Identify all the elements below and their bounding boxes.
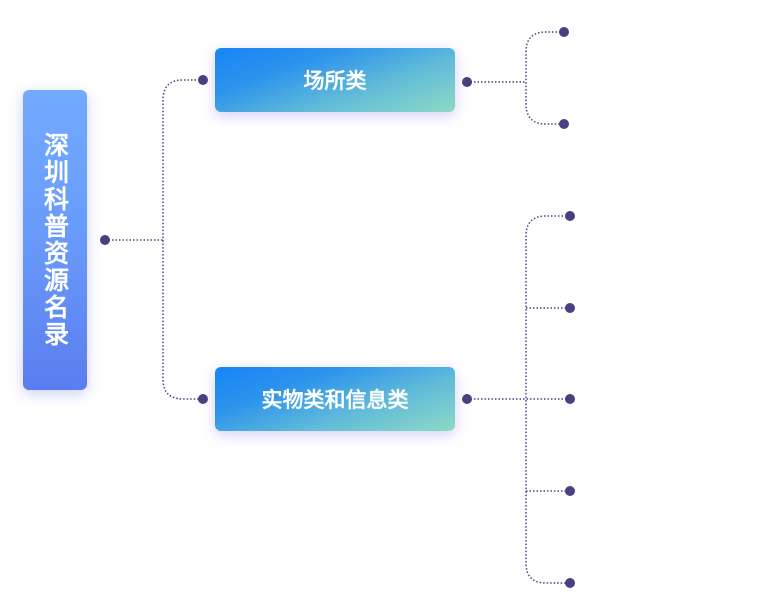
- branch-1-out-dot: [462, 394, 472, 404]
- branch-node-venues[interactable]: 场所类: [215, 48, 455, 112]
- leaf-dot[interactable]: [559, 27, 569, 37]
- leaf-dot[interactable]: [559, 119, 569, 129]
- leaf-dot[interactable]: [565, 578, 575, 588]
- branch-node-label: 实物类和信息类: [261, 388, 409, 412]
- branch-0-in-dot: [198, 75, 208, 85]
- leaf-dot[interactable]: [565, 486, 575, 496]
- root-node[interactable]: 深圳科普资源名录: [23, 90, 87, 390]
- leaf-dot[interactable]: [565, 211, 575, 221]
- root-port-dot: [100, 235, 110, 245]
- leaf-dot[interactable]: [565, 303, 575, 313]
- root-node-label: 深圳科普资源名录: [40, 132, 70, 348]
- branch-0-out-dot: [462, 77, 472, 87]
- branch-1-in-dot: [198, 394, 208, 404]
- branch-node-objects-and-info[interactable]: 实物类和信息类: [215, 367, 455, 431]
- branch-node-label: 场所类: [303, 69, 367, 93]
- connector-branch-0-leaves: [525, 31, 564, 125]
- leaf-dot[interactable]: [565, 394, 575, 404]
- connector-trunk: [162, 79, 203, 400]
- connector-branch-1-leaves: [525, 215, 570, 584]
